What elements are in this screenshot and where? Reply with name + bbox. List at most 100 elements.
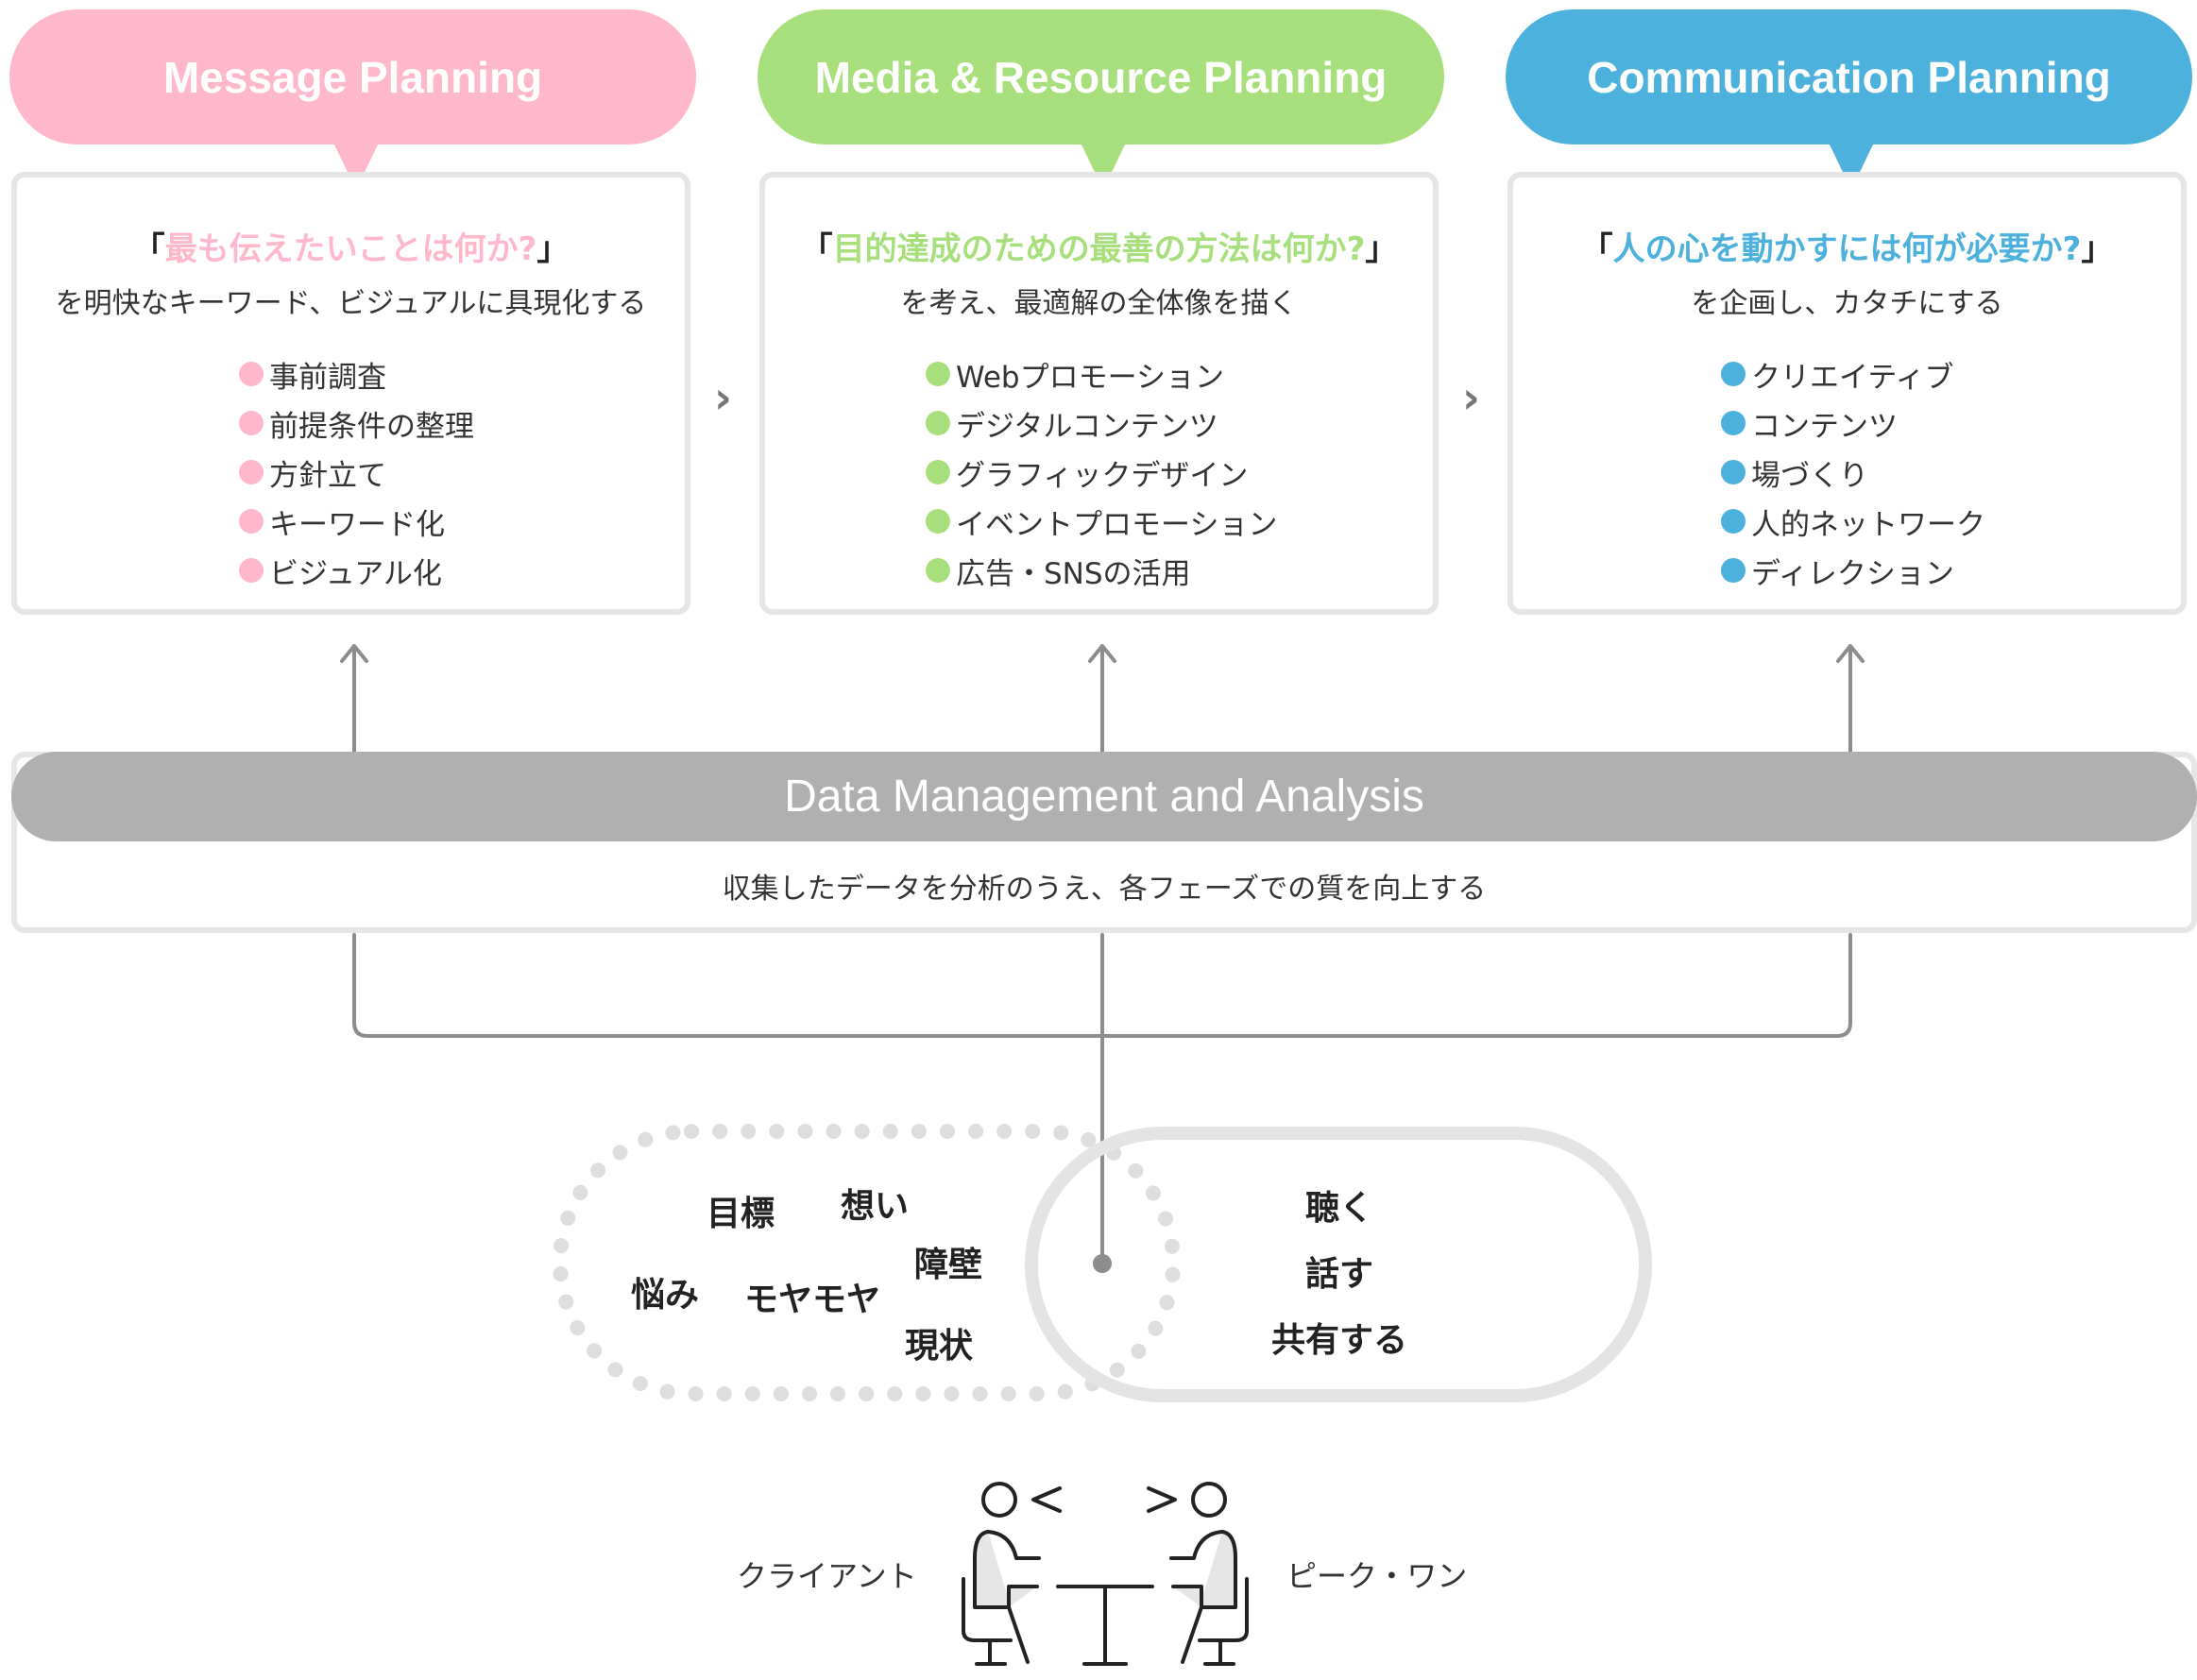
bracket-open: 「 [1580, 230, 1613, 268]
phase-item-list: クリエイティブ コンテンツ 場づくり 人的ネットワーク ディレクション [1721, 349, 1985, 595]
list-item: ビジュアル化 [239, 546, 474, 595]
bullet-dot-icon [239, 558, 264, 583]
item-label: 広告・SNSの活用 [956, 556, 1191, 591]
bullet-dot-icon [926, 460, 950, 484]
list-item: デジタルコンテンツ [926, 399, 1277, 448]
phase-pill-message: Message Planning [9, 9, 696, 144]
up-arrow-head-icon [1836, 644, 1865, 663]
phase-subtitle: を考え、最適解の全体像を描く [900, 287, 1298, 320]
question-text: 目的達成のための最善の方法は何か? [832, 230, 1366, 268]
phase-card-communication: 「人の心を動かすには何が必要か?」 を企画し、カタチにする クリエイティブ コン… [1507, 172, 2187, 615]
bracket-close: 」 [1365, 230, 1398, 268]
item-label: ディレクション [1751, 556, 1954, 591]
bullet-dot-icon [1721, 411, 1746, 435]
list-item: クリエイティブ [1721, 349, 1985, 399]
bullet-dot-icon [926, 411, 950, 435]
client-thoughts-oval [553, 1124, 1181, 1401]
list-item: グラフィックデザイン [926, 448, 1277, 497]
list-item: 方針立て [239, 448, 474, 497]
item-label: 人的ネットワーク [1751, 507, 1985, 542]
phase-card-media: 「目的達成のための最善の方法は何か?」 を考え、最適解の全体像を描く Webプロ… [759, 172, 1439, 615]
bullet-dot-icon [1721, 509, 1746, 534]
client-word: モヤモヤ [744, 1281, 881, 1319]
conversation-oval [1025, 1127, 1652, 1402]
list-item: コンテンツ [1721, 399, 1985, 448]
client-figure-icon [962, 1530, 1041, 1666]
phase-pill-communication: Communication Planning [1506, 9, 2192, 144]
bullet-dot-icon [239, 411, 264, 435]
phase-title: Communication Planning [1587, 52, 2111, 102]
speech-arrow-right-icon [1147, 1486, 1177, 1513]
chevron-right-icon: › [1462, 372, 1480, 423]
item-label: 事前調査 [269, 360, 386, 395]
client-label: クライアント [737, 1558, 917, 1594]
phase-card-message: 「最も伝えたいことは何か?」 を明快なキーワード、ビジュアルに具現化する 事前調… [11, 172, 690, 615]
phase-question: 「人の心を動かすには何が必要か?」 [1513, 223, 2181, 269]
list-item: 広告・SNSの活用 [926, 546, 1277, 595]
client-word: 現状 [905, 1327, 974, 1366]
up-arrow-head-icon [340, 644, 368, 663]
list-item: 前提条件の整理 [239, 399, 474, 448]
phase-item-list: Webプロモーション デジタルコンテンツ グラフィックデザイン イベントプロモー… [926, 349, 1277, 595]
item-label: 前提条件の整理 [269, 409, 474, 444]
item-label: イベントプロモーション [956, 507, 1278, 542]
dialogue-word: 共有する [1271, 1321, 1408, 1360]
list-item: Webプロモーション [926, 349, 1277, 399]
list-item: キーワード化 [239, 497, 474, 546]
bullet-dot-icon [1721, 460, 1746, 484]
chevron-right-icon: › [714, 372, 732, 423]
item-label: キーワード化 [269, 507, 445, 542]
phase-pill-media: Media & Resource Planning [758, 9, 1444, 144]
bracket-open: 「 [800, 230, 833, 268]
data-bar: Data Management and Analysis [11, 752, 2197, 841]
bracket-open: 「 [132, 230, 165, 268]
list-item: 人的ネットワーク [1721, 497, 1985, 546]
dialogue-word: 話す [1305, 1255, 1374, 1294]
client-word: 想い [841, 1187, 910, 1226]
table-icon [1056, 1585, 1154, 1666]
list-item: ディレクション [1721, 546, 1985, 595]
bullet-dot-icon [1721, 362, 1746, 386]
list-item: イベントプロモーション [926, 497, 1277, 546]
bullet-dot-icon [926, 558, 950, 583]
bullet-dot-icon [1721, 558, 1746, 583]
dialogue-word: 聴く [1305, 1189, 1374, 1228]
connector-dot [1093, 1254, 1112, 1273]
phase-subtitle: を企画し、カタチにする [1691, 287, 2003, 320]
phase-question: 「最も伝えたいことは何か?」 [17, 223, 685, 269]
data-bar-subtitle: 収集したデータを分析のうえ、各フェーズでの質を向上する [722, 873, 1487, 906]
up-arrow-head-icon [1088, 644, 1116, 663]
client-word: 目標 [707, 1195, 775, 1233]
list-item: 事前調査 [239, 349, 474, 399]
item-label: Webプロモーション [956, 360, 1224, 395]
meeting-illustration [962, 1482, 1249, 1666]
client-word: 悩み [631, 1276, 700, 1315]
item-label: 方針立て [269, 458, 386, 493]
item-label: ビジュアル化 [269, 556, 442, 591]
item-label: グラフィックデザイン [956, 458, 1249, 493]
company-label: ピーク・ワン [1286, 1558, 1468, 1594]
client-head-icon [981, 1482, 1017, 1518]
question-text: 人の心を動かすには何が必要か? [1612, 230, 2082, 268]
phase-title: Message Planning [162, 52, 543, 102]
bullet-dot-icon [239, 509, 264, 534]
phase-subtitle: を明快なキーワード、ビジュアルに具現化する [55, 287, 647, 320]
client-word: 障壁 [914, 1246, 983, 1284]
list-item: 場づくり [1721, 448, 1985, 497]
item-label: 場づくり [1751, 458, 1868, 493]
phase-title: Media & Resource Planning [814, 52, 1388, 102]
bullet-dot-icon [926, 509, 950, 534]
bullet-dot-icon [239, 362, 264, 386]
data-bar-title: Data Management and Analysis [784, 772, 1424, 822]
staff-head-icon [1191, 1482, 1227, 1518]
item-label: コンテンツ [1751, 409, 1898, 444]
item-label: デジタルコンテンツ [956, 409, 1218, 444]
item-label: クリエイティブ [1751, 360, 1954, 395]
bullet-dot-icon [926, 362, 950, 386]
bracket-close: 」 [536, 230, 570, 268]
staff-figure-icon [1169, 1530, 1249, 1666]
bracket-close: 」 [2081, 230, 2114, 268]
bullet-dot-icon [239, 460, 264, 484]
